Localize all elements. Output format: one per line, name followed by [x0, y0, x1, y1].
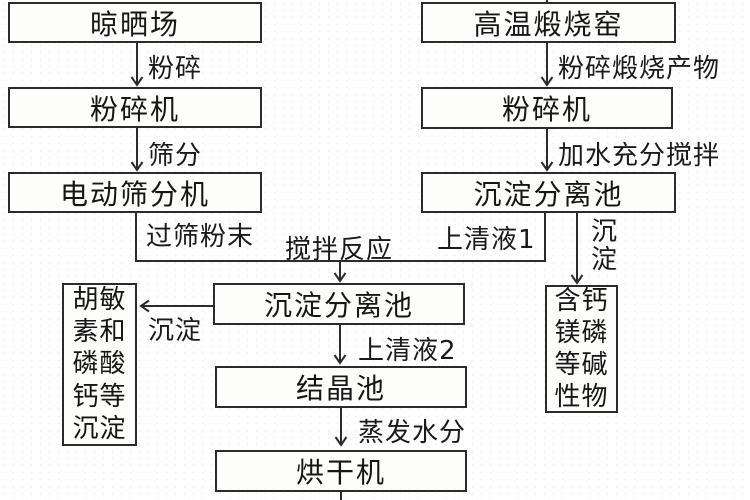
edge-label-stir-reaction: 搅拌反应: [285, 235, 394, 265]
node-sedimentation-pool-middle: 沉淀分离池: [213, 283, 465, 325]
edge-label-evaporate-water: 蒸发水分: [358, 418, 467, 448]
node-electric-sieving-machine: 电动筛分机: [8, 172, 262, 213]
edge-crush-arrowhead: [130, 76, 144, 87]
edge-label-sieve: 筛分: [148, 141, 203, 171]
node-sedimentation-pool-right: 沉淀分离池: [421, 172, 676, 213]
edge-calcined-arrowhead: [540, 76, 554, 87]
edge-label-crush: 粉碎: [148, 54, 203, 84]
node-drying-yard: 晾晒场: [8, 2, 262, 43]
edge-sediment-left-arrowhead: [139, 299, 150, 313]
edge-label-sediment-left: 沉淀: [148, 316, 203, 346]
edge-label-supernatant-2: 上清液2: [358, 336, 457, 366]
edge-sediment-right-arrowhead: [570, 274, 584, 285]
node-dryer-machine: 烘干机: [215, 450, 467, 492]
node-crusher-right: 粉碎机: [421, 87, 673, 129]
node-calcination-kiln: 高温煅烧窑: [421, 2, 676, 43]
edge-evaporate-arrowhead: [334, 436, 348, 447]
edge-label-sieved-powder: 过筛粉末: [146, 222, 255, 252]
edge-label-crush-calcined-product: 粉碎煅烧产物: [558, 54, 721, 84]
edge-sieve-arrowhead: [130, 161, 144, 172]
node-crystallization-pool: 结晶池: [215, 366, 467, 408]
node-humin-phosphate-precipitate: 胡敏 素和 磷酸 钙等 沉淀: [62, 283, 137, 446]
edge-label-supernatant-1: 上清液1: [437, 225, 536, 255]
edge-supernatant2-arrowhead: [333, 354, 347, 365]
edge-addwater-arrowhead: [540, 161, 554, 172]
edge-merge-drop-arrowhead: [333, 272, 347, 283]
node-crusher-left: 粉碎机: [8, 87, 262, 128]
node-alkaline-product: 含钙 镁磷 等碱 性物: [545, 285, 618, 413]
edge-label-sediment-right: 沉 淀: [591, 217, 619, 276]
edge-label-add-water-stir: 加水充分搅拌: [558, 141, 721, 171]
